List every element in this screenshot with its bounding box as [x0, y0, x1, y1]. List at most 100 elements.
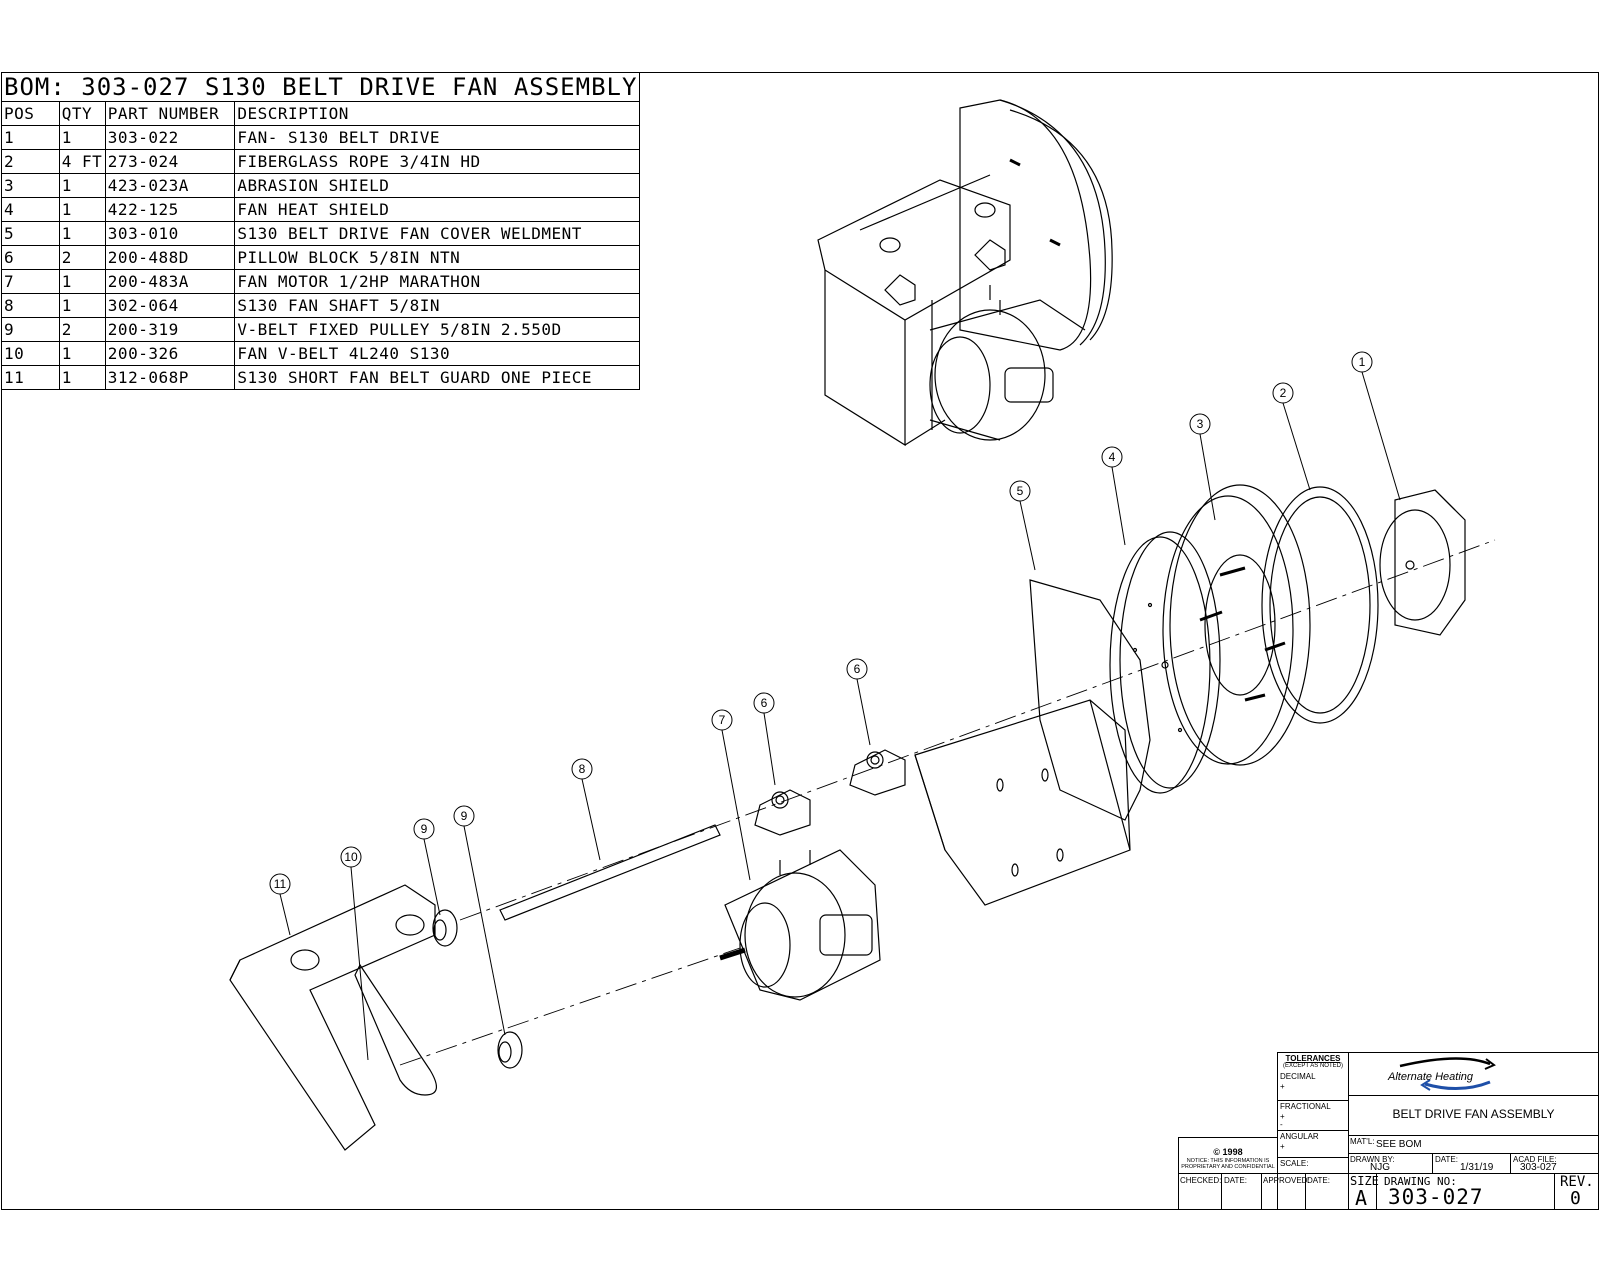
part-abrasion-shield — [1162, 484, 1311, 766]
size-label: SIZE — [1350, 1174, 1379, 1188]
part-pillow-block-b — [849, 749, 906, 796]
bom-cell-qty: 1 — [58, 125, 106, 150]
part-rope-ring — [1261, 486, 1379, 724]
bom-header-row: POS QTY PART NUMBER DESCRIPTION — [1, 101, 641, 126]
acad-file-value: 303-027 — [1520, 1162, 1557, 1173]
scale-label: SCALE: — [1280, 1159, 1309, 1168]
balloon-11: 11 — [274, 877, 287, 891]
part-cover-weldment — [914, 579, 1151, 906]
logo-text: Alternate Heating — [1387, 1071, 1474, 1083]
balloon-1: 1 — [1359, 355, 1366, 369]
balloon-9b: 9 — [461, 809, 468, 823]
bom-cell-qty: 1 — [58, 341, 106, 366]
part-pulley-a — [432, 909, 458, 947]
size-value: A — [1355, 1186, 1368, 1210]
tolerances-label: TOLERANCES — [1285, 1054, 1341, 1063]
part-belt-guard — [229, 884, 436, 1151]
drawn-by-value: NJG — [1370, 1162, 1390, 1173]
approved-date-label: DATE: — [1307, 1176, 1330, 1185]
acad-file-label: ACAD FILE: — [1513, 1155, 1557, 1164]
bom-cell-part: 302-064 — [104, 293, 236, 318]
tolerances-except: (EXCEPT AS NOTED) — [1283, 1063, 1343, 1069]
drawing-no-value: 303-027 — [1388, 1185, 1484, 1209]
part-motor — [719, 849, 881, 1001]
checked-date-label: DATE: — [1224, 1176, 1247, 1185]
part-shaft — [499, 824, 721, 921]
bom-cell-desc: V-BELT FIXED PULLEY 5/8IN 2.550D — [234, 317, 641, 342]
bom-cell-part: 303-022 — [104, 125, 236, 150]
bom-cell-desc: ABRASION SHIELD — [234, 173, 641, 198]
bom-cell-part: 303-010 — [104, 221, 236, 246]
bom-header-qty: QTY — [58, 101, 106, 126]
date-value: 1/31/19 — [1460, 1162, 1494, 1173]
balloon-8: 8 — [579, 762, 586, 776]
bom-cell-pos: 7 — [1, 269, 60, 294]
bom-cell-part: 200-326 — [104, 341, 236, 366]
bom-cell-pos: 5 — [1, 221, 60, 246]
bom-cell-qty: 1 — [58, 365, 106, 390]
balloon-9a: 9 — [421, 822, 428, 836]
balloon-2: 2 — [1280, 386, 1287, 400]
bom-cell-desc: FAN MOTOR 1/2HP MARATHON — [234, 269, 641, 294]
balloon-4: 4 — [1109, 450, 1116, 464]
bom-cell-pos: 10 — [1, 341, 60, 366]
bom-cell-pos: 11 — [1, 365, 60, 390]
rev-value: 0 — [1570, 1188, 1581, 1209]
bom-cell-qty: 1 — [58, 197, 106, 222]
balloon-3: 3 — [1197, 417, 1204, 431]
bom-cell-desc: S130 BELT DRIVE FAN COVER WELDMENT — [234, 221, 641, 246]
bom-cell-part: 200-488D — [104, 245, 236, 270]
bom-cell-qty: 1 — [58, 269, 106, 294]
fractional-label: FRACTIONAL — [1280, 1102, 1331, 1111]
sheet-border — [1, 72, 1599, 1210]
drawing-title: BELT DRIVE FAN ASSEMBLY — [1392, 1107, 1555, 1121]
decimal-label: DECIMAL — [1280, 1072, 1316, 1081]
drawn-by-label: DRAWN BY: — [1350, 1155, 1395, 1164]
bom-cell-part: 200-483A — [104, 269, 236, 294]
material-value: SEE BOM — [1376, 1139, 1422, 1150]
part-fan — [1379, 489, 1466, 636]
assembled-view — [817, 99, 1113, 447]
part-belt — [354, 963, 437, 1096]
approved-label: APPROVED: — [1263, 1176, 1310, 1185]
bom-cell-part: 273-024 — [104, 149, 236, 174]
material-label: MAT'L: — [1350, 1137, 1375, 1146]
angular-plus: + — [1280, 1142, 1285, 1151]
company-logo: Alternate Heating — [1387, 1057, 1496, 1091]
balloon-7: 7 — [719, 713, 726, 727]
bom-cell-qty: 2 — [58, 317, 106, 342]
bom-cell-desc: FIBERGLASS ROPE 3/4IN HD — [234, 149, 641, 174]
bom-cell-pos: 3 — [1, 173, 60, 198]
decimal-plus: + — [1280, 1082, 1285, 1091]
bom-cell-desc: FAN- S130 BELT DRIVE — [234, 125, 641, 150]
rev-label: REV. — [1560, 1174, 1594, 1190]
angular-label: ANGULAR — [1280, 1132, 1319, 1141]
callout-balloons — [269, 351, 1401, 1061]
part-pulley-b — [497, 1031, 523, 1069]
fractional-minus: - — [1280, 1120, 1283, 1129]
part-heat-shield — [1109, 531, 1221, 794]
bom-cell-pos: 2 — [1, 149, 60, 174]
date-label: DATE: — [1435, 1155, 1458, 1164]
bom-cell-pos: 6 — [1, 245, 60, 270]
bom-header-desc: DESCRIPTION — [234, 101, 641, 126]
bom-header-pos: POS — [1, 101, 60, 126]
fractional-plus: + — [1280, 1112, 1285, 1121]
balloon-6b: 6 — [761, 696, 768, 710]
copyright: © 1998 — [1213, 1147, 1243, 1157]
balloon-5: 5 — [1017, 484, 1024, 498]
checked-label: CHECKED: — [1180, 1176, 1222, 1185]
part-pillow-block-a — [754, 789, 811, 836]
bom-cell-qty: 1 — [58, 293, 106, 318]
drawing-no-label: DRAWING NO: — [1384, 1175, 1457, 1188]
bom-cell-desc: S130 SHORT FAN BELT GUARD ONE PIECE — [234, 365, 641, 390]
balloon-6a: 6 — [854, 662, 861, 676]
